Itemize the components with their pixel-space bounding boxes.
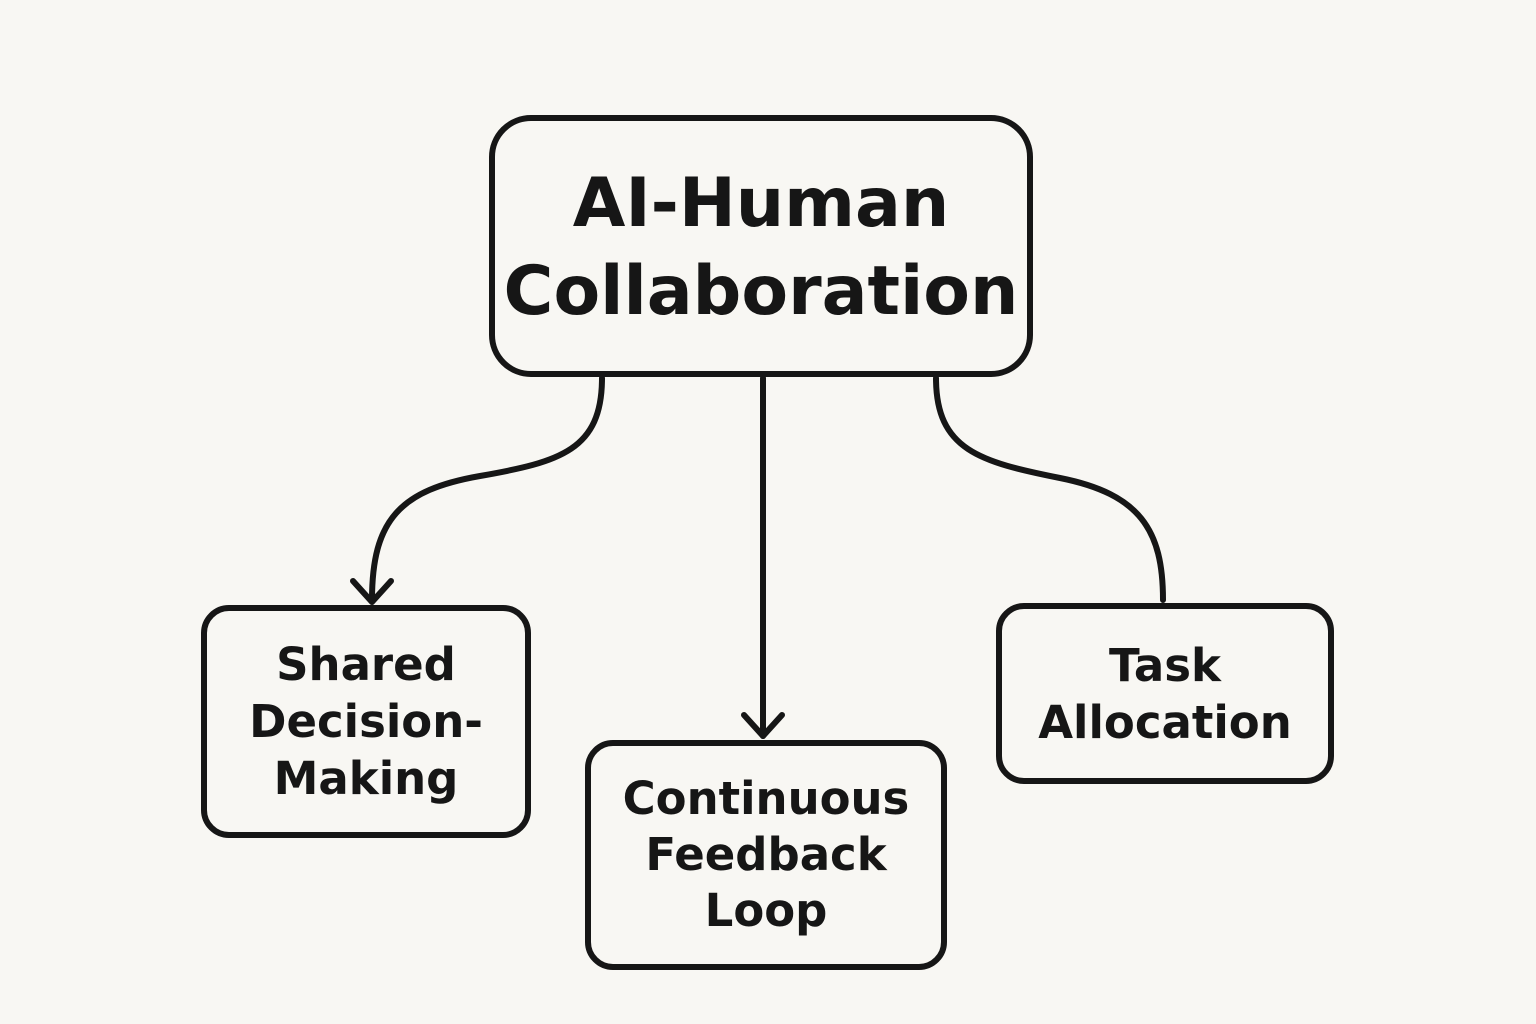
- node-label-line2: Decision-: [249, 695, 483, 748]
- continuous-feedback-loop-node: Continuous Feedback Loop: [585, 740, 947, 970]
- node-label-line3: Making: [273, 752, 459, 805]
- node-label-line2: Allocation: [1038, 695, 1292, 749]
- node-label-line1: Shared: [276, 638, 456, 691]
- node-label-line1: Task: [1109, 638, 1221, 692]
- node-label-line3: Loop: [704, 884, 828, 937]
- node-label-line1: Continuous: [622, 772, 910, 825]
- arrowhead-feedback: [741, 712, 785, 739]
- connector-root-to-shared: [369, 375, 605, 603]
- arrowhead-shared: [350, 578, 394, 605]
- root-title-line2: Collaboration: [503, 252, 1019, 331]
- shared-decision-making-node: Shared Decision- Making: [201, 605, 531, 838]
- node-label-line2: Feedback: [645, 828, 887, 881]
- root-title-line1: AI-Human: [572, 164, 950, 243]
- task-allocation-node: Task Allocation: [996, 603, 1334, 784]
- root-node: AI-Human Collaboration: [489, 115, 1033, 377]
- connector-root-to-task: [933, 375, 1166, 603]
